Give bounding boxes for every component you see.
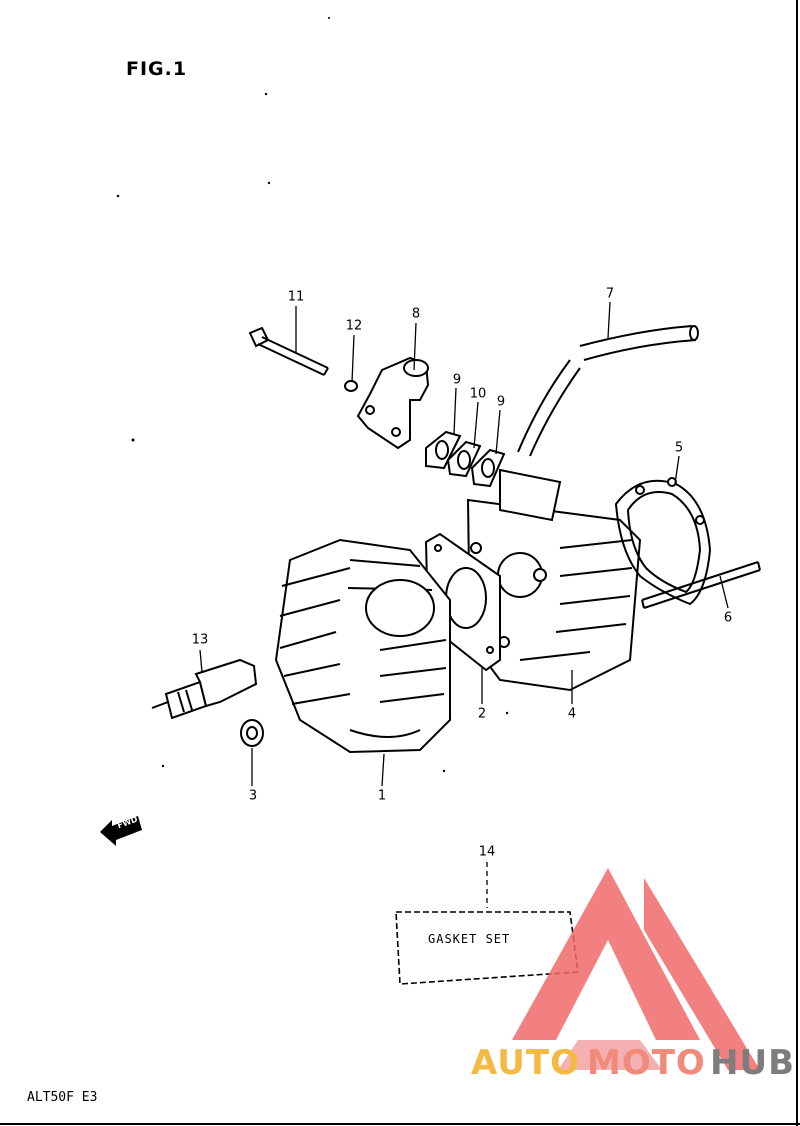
part-11-bolt — [248, 326, 329, 376]
callout-2: 2 — [477, 706, 487, 722]
callout-5: 5 — [674, 440, 684, 456]
watermark-auto: AUTO — [471, 1043, 580, 1083]
callout-10: 10 — [469, 386, 487, 402]
callout-1: 1 — [377, 788, 387, 804]
part-7-hose — [517, 325, 699, 457]
callout-6: 6 — [723, 610, 733, 626]
part-1-cylinder-head — [274, 538, 451, 754]
figure-title: FIG.1 — [126, 58, 188, 80]
callout-7: 7 — [605, 286, 615, 302]
part-3-washer — [240, 719, 264, 747]
watermark-moto: MOTO — [587, 1043, 706, 1083]
part-9-gasket-b — [470, 448, 506, 488]
callout-9b: 9 — [496, 394, 506, 410]
part-12-washer — [344, 380, 358, 392]
part-8-intake-elbow — [356, 356, 430, 450]
fwd-arrow — [100, 816, 142, 846]
watermark-hub: HUB — [710, 1043, 795, 1083]
callout-4: 4 — [567, 706, 577, 722]
callout-14: 14 — [478, 844, 496, 860]
leader-lines — [199, 301, 729, 908]
model-code: ALT50F E3 — [27, 1090, 98, 1105]
callout-12: 12 — [345, 318, 363, 334]
callout-9a: 9 — [452, 372, 462, 388]
watermark-logo — [512, 868, 760, 1070]
gasket-set-label: GASKET SET — [428, 932, 511, 946]
scan-specks — [116, 17, 509, 773]
part-4-cylinder — [466, 468, 642, 692]
callout-3: 3 — [248, 788, 258, 804]
callout-8: 8 — [411, 306, 421, 322]
part-13-spark-plug — [151, 658, 258, 720]
callout-11: 11 — [287, 289, 305, 305]
part-5-head-gasket — [614, 477, 712, 606]
part-10-reed — [446, 440, 482, 478]
part-6-stud — [641, 561, 761, 609]
callout-13: 13 — [191, 632, 209, 648]
part-9-gasket-a — [425, 430, 462, 470]
